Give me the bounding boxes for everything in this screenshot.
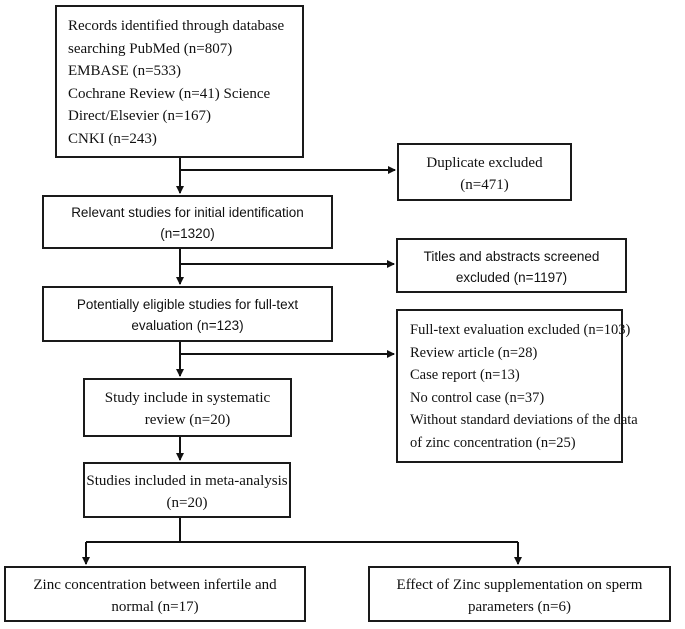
eligible-studies-box: Potentially eligible studies for full-te… xyxy=(42,286,333,342)
fulltext-excluded-line: Case report (n=13) xyxy=(410,367,520,383)
fulltext-excluded-line: Full-text evaluation excluded (n=103) xyxy=(410,322,631,338)
titles-excluded-count: excluded (n=1197) xyxy=(455,270,568,285)
titles-excluded-label: Titles and abstracts screened xyxy=(423,249,600,264)
records-line: EMBASE (n=533) xyxy=(68,63,182,79)
records-line: CNKI (n=243) xyxy=(68,130,157,147)
fulltext-excluded-line: No control case (n=37) xyxy=(410,389,545,406)
fulltext-excluded-line: Review article (n=28) xyxy=(410,344,538,361)
meta-count: (n=20) xyxy=(166,495,208,511)
eligible-label: Potentially eligible studies for full-te… xyxy=(76,297,299,312)
fulltext-excluded-line: of zinc concentration (n=25) xyxy=(410,434,576,451)
systematic-label: Study include in systematic xyxy=(104,390,271,406)
duplicate-count: (n=471) xyxy=(460,177,509,193)
meta-label: Studies included in meta-analysis xyxy=(86,473,288,489)
systematic-review-box: Study include in systematic review (n=20… xyxy=(83,378,292,437)
records-identified-box: Records identified through database sear… xyxy=(55,5,304,158)
relevant-count: (n=1320) xyxy=(160,226,215,241)
infertile-label: Zinc concentration between infertile and xyxy=(33,577,277,593)
fulltext-excluded-line: Without standard deviations of the data xyxy=(410,412,638,428)
records-line: Records identified through database xyxy=(68,18,285,34)
infertile-count: normal (n=17) xyxy=(111,599,199,615)
zinc-supplementation-box: Effect of Zinc supplementation on sperm … xyxy=(368,566,671,622)
zinc-concentration-box: Zinc concentration between infertile and… xyxy=(4,566,306,622)
records-line: searching PubMed (n=807) xyxy=(68,40,233,57)
duplicate-excluded-box: Duplicate excluded (n=471) xyxy=(397,143,572,201)
supplementation-count: parameters (n=6) xyxy=(468,599,571,615)
supplementation-label: Effect of Zinc supplementation on sperm xyxy=(396,577,643,593)
records-line: Cochrane Review (n=41) Science xyxy=(68,85,271,102)
fulltext-excluded-box: Full-text evaluation excluded (n=103) Re… xyxy=(396,309,638,463)
eligible-count: evaluation (n=123) xyxy=(131,318,244,333)
meta-analysis-box: Studies included in meta-analysis (n=20) xyxy=(83,462,291,518)
records-line: Direct/Elsevier (n=167) xyxy=(68,108,211,124)
systematic-count: review (n=20) xyxy=(144,412,231,428)
relevant-label: Relevant studies for initial identificat… xyxy=(71,205,304,220)
duplicate-label: Duplicate excluded xyxy=(426,155,543,171)
titles-excluded-box: Titles and abstracts screened excluded (… xyxy=(396,238,627,293)
relevant-studies-box: Relevant studies for initial identificat… xyxy=(42,195,333,249)
